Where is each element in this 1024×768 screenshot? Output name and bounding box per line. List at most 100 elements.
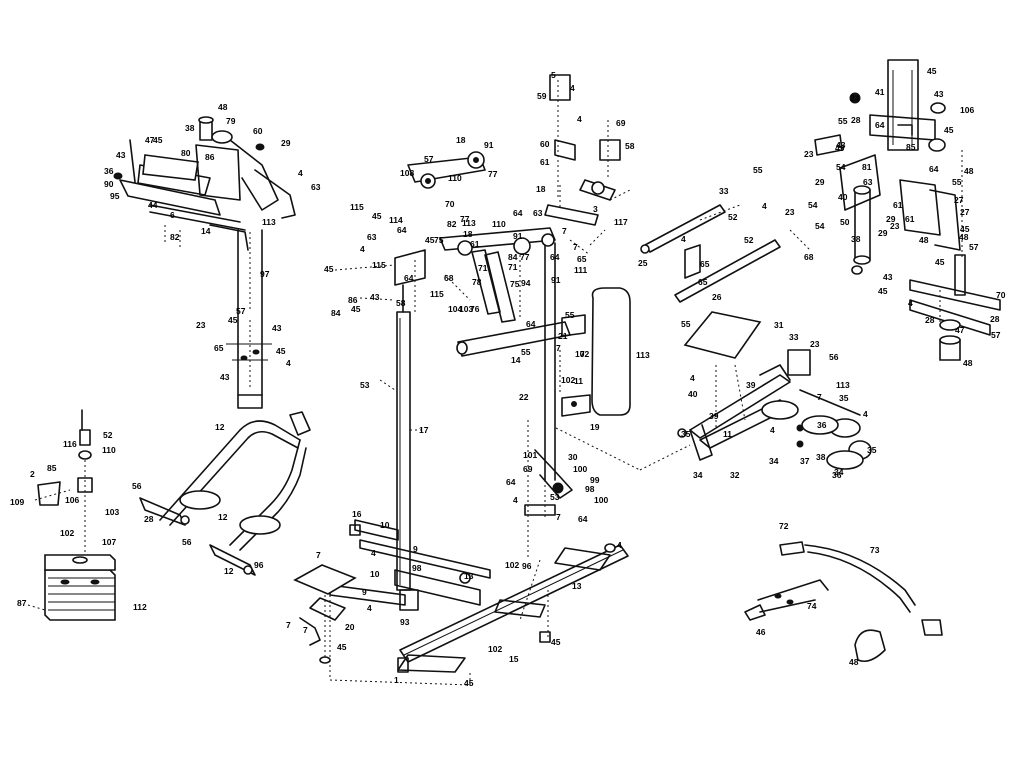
part-number-label: 61	[540, 157, 550, 167]
part-number-label: 45	[551, 637, 561, 647]
part-number-label: 45	[351, 304, 361, 314]
part-number-label: 56	[132, 481, 142, 491]
part-number-label: 101	[523, 450, 537, 460]
part-number-label: 19	[590, 422, 600, 432]
part-number-label: 79	[226, 116, 236, 126]
part-number-label: 93	[400, 617, 410, 627]
part-number-label: 102	[505, 560, 519, 570]
part-number-label: 4	[360, 244, 365, 254]
part-number-label: 86	[205, 152, 215, 162]
part-number-label: 11	[574, 376, 583, 386]
back-pad	[561, 287, 631, 417]
part-number-label: 77	[460, 214, 470, 224]
part-number-label: 39	[746, 380, 756, 390]
part-number-label: 78	[472, 277, 482, 287]
part-number-label: 23	[196, 320, 206, 330]
part-number-label: 65	[214, 343, 224, 353]
part-number-label: 4	[863, 409, 868, 419]
part-number-label: 45	[372, 211, 382, 221]
part-number-label: 64	[526, 319, 536, 329]
accessories	[744, 541, 943, 663]
part-number-label: 43	[220, 372, 230, 382]
part-number-label: 36	[832, 470, 842, 480]
part-number-label: 64	[550, 252, 560, 262]
part-number-label: 96	[254, 560, 264, 570]
part-number-label: 12	[215, 422, 225, 432]
part-number-label: 71	[508, 262, 518, 272]
part-number-label: 113	[262, 217, 276, 227]
part-number-label: 21	[558, 331, 568, 341]
part-number-label: 7	[573, 242, 578, 252]
part-number-label: 48	[964, 166, 974, 176]
part-number-label: 69	[523, 464, 533, 474]
part-number-label: 59	[537, 91, 547, 101]
part-number-label: 38	[851, 234, 861, 244]
part-number-label: 43	[116, 150, 126, 160]
part-number-label: 45	[337, 642, 347, 652]
part-number-label: 14	[511, 355, 521, 365]
part-number-label: 4	[908, 298, 913, 308]
part-number-label: 48	[963, 358, 973, 368]
part-number-label: 68	[444, 273, 454, 283]
part-number-label: 113	[836, 380, 850, 390]
part-number-label: 1	[394, 675, 399, 685]
part-number-label: 4	[371, 548, 376, 558]
connector-lines	[334, 185, 811, 431]
part-number-label: 27	[954, 195, 964, 205]
part-number-label: 55	[952, 177, 962, 187]
part-number-label: 115	[430, 289, 444, 299]
part-number-label: 96	[522, 561, 532, 571]
part-number-label: 18	[536, 184, 546, 194]
part-number-label: 54	[808, 200, 818, 210]
part-number-label: 65	[700, 259, 710, 269]
part-number-label: 45	[276, 346, 286, 356]
seat-assembly	[113, 116, 296, 409]
part-number-label: 52	[728, 212, 738, 222]
part-number-label: 35	[867, 445, 877, 455]
part-number-label: 9	[413, 544, 418, 554]
part-number-label: 109	[10, 497, 24, 507]
part-number-label: 103	[105, 507, 119, 517]
part-number-label: 34	[693, 470, 703, 480]
part-number-label: 57	[236, 306, 246, 316]
part-number-label: 7	[817, 392, 822, 402]
part-number-label: 45	[464, 678, 474, 688]
part-number-label: 64	[404, 273, 414, 283]
part-number-label: 61	[893, 200, 903, 210]
part-number-label: 63	[367, 232, 377, 242]
part-number-label: 4	[762, 201, 767, 211]
part-number-label: 7	[562, 226, 567, 236]
part-number-label: 27	[960, 207, 970, 217]
part-number-label: 74	[807, 601, 817, 611]
part-number-label: 63	[533, 208, 543, 218]
press-arm-assembly	[640, 204, 872, 470]
part-number-label: 113	[462, 218, 476, 228]
part-number-label: 48	[849, 657, 859, 667]
part-number-label: 34	[769, 456, 779, 466]
part-number-label: 45	[927, 66, 937, 76]
part-number-label: 55	[753, 165, 763, 175]
part-number-label: 9	[362, 587, 367, 597]
part-number-label: 84	[331, 308, 341, 318]
part-number-label: 7	[580, 349, 585, 359]
part-number-label: 32	[730, 470, 740, 480]
part-number-label: 47	[955, 325, 965, 335]
part-number-label: 36	[817, 420, 827, 430]
part-number-label: 7	[316, 550, 321, 560]
cable-tower	[814, 59, 1001, 361]
part-number-label: 35	[839, 393, 849, 403]
part-number-label: 40	[688, 389, 698, 399]
part-number-label: 102	[488, 644, 502, 654]
part-number-label: 102	[60, 528, 74, 538]
part-number-label: 117	[614, 217, 628, 227]
part-number-label: 52	[744, 235, 754, 245]
part-number-label: 4	[286, 358, 291, 368]
part-number-label: 64	[875, 120, 885, 130]
part-number-label: 31	[774, 320, 784, 330]
part-number-label: 112	[133, 602, 147, 612]
part-number-label: 85	[906, 142, 916, 152]
part-number-label: 75	[510, 279, 520, 289]
part-number-label: 94	[521, 278, 531, 288]
part-number-label: 70	[996, 290, 1006, 300]
